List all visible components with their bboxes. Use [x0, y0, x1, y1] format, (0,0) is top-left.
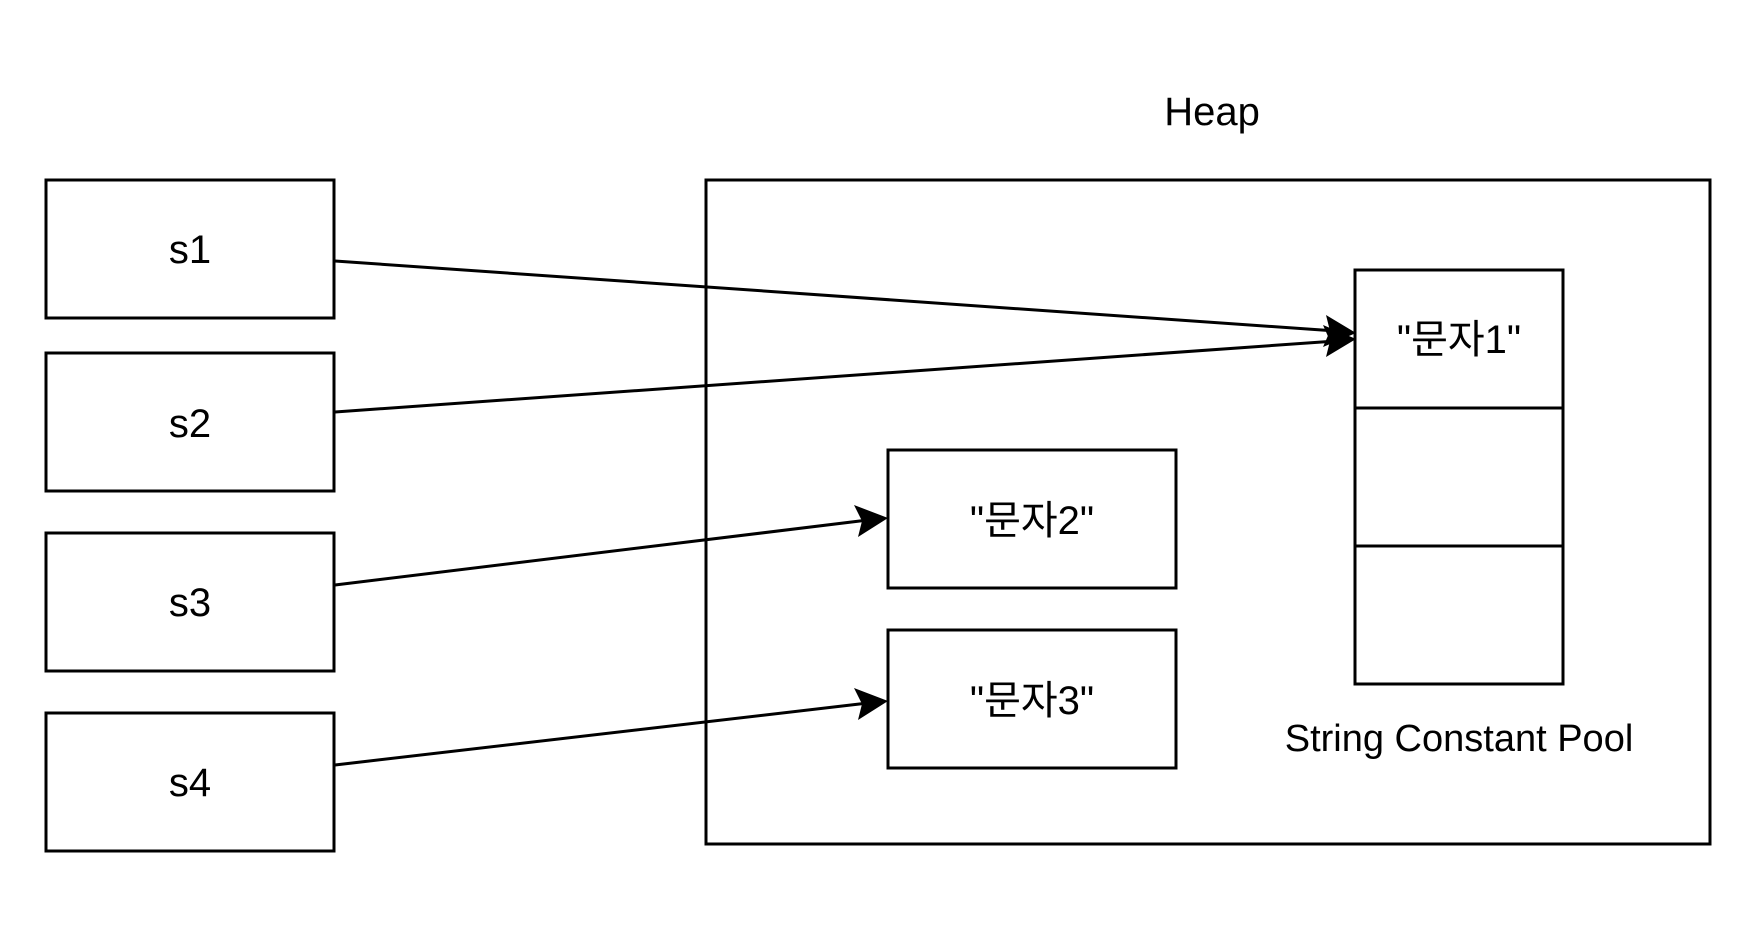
pool-slot-2 — [1353, 406, 1565, 548]
heap-object-string2: "문자2" — [886, 448, 1178, 590]
reference-label: s4 — [169, 761, 211, 805]
heap-object-label: "문자3" — [970, 679, 1094, 723]
reference-box — [44, 178, 336, 320]
reference-s1: s1 — [44, 178, 336, 320]
pool-slot-3 — [1353, 544, 1565, 686]
pool-slot-label: "문자1" — [1397, 318, 1521, 362]
reference-s3: s3 — [44, 531, 336, 673]
reference-box — [44, 531, 336, 673]
arrowhead — [1323, 325, 1356, 357]
arrowhead — [854, 505, 888, 537]
reference-box — [44, 711, 336, 853]
reference-s4: s4 — [44, 711, 336, 853]
reference-label: s1 — [169, 228, 211, 272]
heap-object-string3: "문자3" — [886, 628, 1178, 770]
arrow-s4-to-string3 — [334, 701, 869, 767]
heap-object-label: "문자2" — [970, 499, 1094, 543]
arrowhead — [854, 688, 888, 720]
arrow-s2-to-string1 — [334, 339, 1337, 414]
string-constant-pool: "문자1" String Constant Pool — [1285, 268, 1634, 760]
reference-box — [44, 351, 336, 493]
heap-object-box — [886, 628, 1178, 770]
reference-label: s3 — [169, 581, 211, 625]
reference-arrows — [334, 259, 1356, 767]
arrow-s3-to-string2 — [334, 518, 869, 587]
reference-s2: s2 — [44, 351, 336, 493]
reference-label: s2 — [169, 402, 211, 446]
arrow-s1-to-string1 — [334, 259, 1337, 333]
heap-object-box — [886, 448, 1178, 590]
heap-title: Heap — [1164, 90, 1260, 134]
pool-title: String Constant Pool — [1285, 718, 1634, 760]
